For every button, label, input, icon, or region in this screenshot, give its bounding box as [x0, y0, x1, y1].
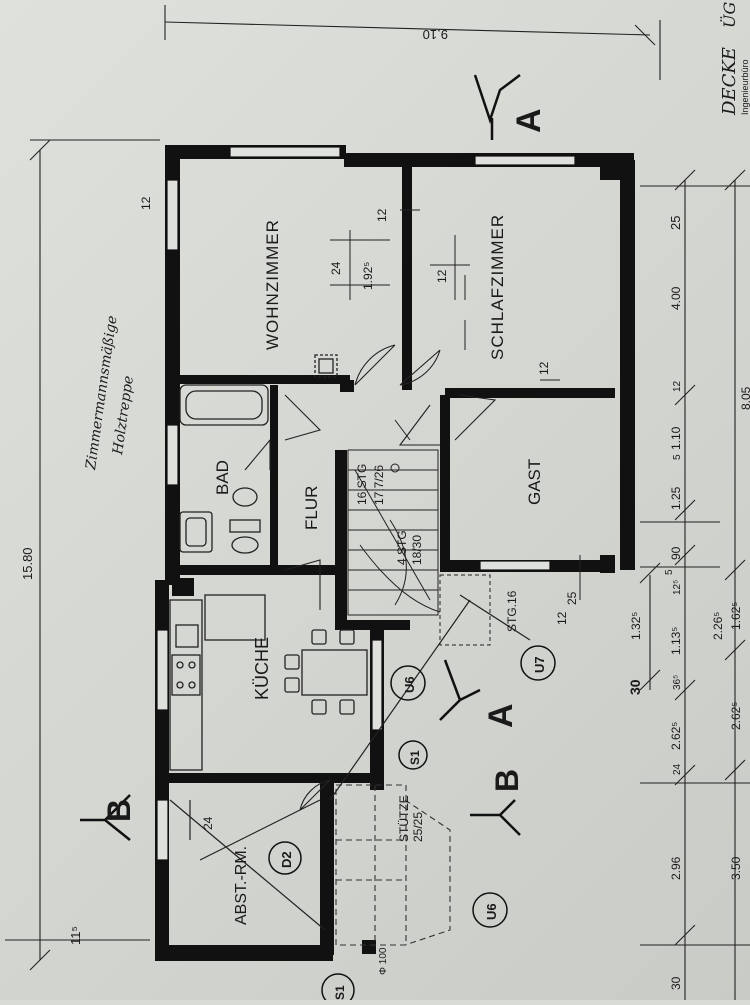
- room-label-schlafzimmer: SCHLAFZIMMER: [488, 214, 507, 360]
- svg-text:24: 24: [201, 816, 215, 830]
- dining-table-icon: [301, 649, 368, 696]
- decke-title: DECKE: [719, 47, 740, 116]
- toilet-icon: [232, 487, 258, 507]
- dashed-structure: [335, 784, 451, 946]
- room-labels: WOHNZIMMER SCHLAFZIMMER BAD FLUR GAST KÜ…: [213, 214, 544, 925]
- marker-s1-edge-circle: [321, 973, 355, 1005]
- section-marker-b-right: [470, 799, 521, 836]
- svg-text:8.05: 8.05: [739, 386, 750, 410]
- svg-text:12: 12: [537, 361, 551, 375]
- room-label-kueche: KÜCHE: [252, 637, 272, 700]
- marker-d2: D2: [279, 851, 294, 868]
- svg-text:17,7/26: 17,7/26: [372, 465, 386, 505]
- svg-text:1.92⁵: 1.92⁵: [361, 262, 375, 290]
- svg-text:STÜTZE: STÜTZE: [397, 795, 411, 842]
- svg-text:4 STG: 4 STG: [395, 530, 409, 565]
- washbasin-icon: [179, 511, 213, 553]
- svg-text:5: 5: [664, 569, 675, 575]
- svg-text:2.96: 2.96: [669, 856, 683, 880]
- svg-text:1.13⁵: 1.13⁵: [669, 627, 683, 655]
- marker-u6: U6: [402, 676, 417, 693]
- ingenieur-text: Ingenieurbüro: [740, 59, 750, 115]
- stove-icon: [171, 654, 201, 696]
- svg-text:1.32⁵: 1.32⁵: [629, 612, 643, 640]
- dimension-values: 15.80 9.10 11⁵ 30 2.96 24 2.62⁵ 36⁵ 1.13…: [20, 27, 750, 990]
- dim-left-edge: 11⁵: [68, 926, 83, 945]
- room-label-bad: BAD: [213, 460, 232, 495]
- marker-b-right: B: [489, 769, 525, 792]
- marker-u6-bottom: U6: [484, 903, 499, 920]
- counter-icon: [169, 599, 203, 771]
- room-dim-ticks: [330, 209, 581, 600]
- svg-text:12: 12: [139, 196, 153, 210]
- room-label-gast: GAST: [525, 459, 544, 505]
- note-line2: Holztreppe: [110, 375, 137, 457]
- svg-text:STG.16: STG.16: [505, 590, 519, 632]
- circle-markers: [268, 645, 556, 1005]
- section-marker-b-left: [80, 794, 131, 841]
- section-marker-a-top: [473, 74, 521, 140]
- handwritten-notes: Zimmermannsmäßige Holztreppe DECKE ÜG In…: [83, 2, 750, 472]
- dim-overall: 15.80: [20, 547, 35, 580]
- support-label: STÜTZE 25/25: [397, 795, 425, 842]
- svg-text:3.50: 3.50: [729, 856, 743, 880]
- marker-s1-edge: S1: [333, 985, 347, 1000]
- section-marker-a-bottom: [439, 659, 481, 721]
- kitchen-fixtures: [169, 594, 368, 771]
- svg-text:36⁵: 36⁵: [672, 675, 683, 690]
- room-label-abstellraum: ABST.-RM.: [233, 846, 250, 925]
- dim-top-right: 9.10: [423, 27, 448, 42]
- svg-text:12: 12: [435, 269, 449, 283]
- svg-text:4.00: 4.00: [669, 286, 683, 310]
- room-label-flur: FLUR: [302, 486, 321, 530]
- marker-s1: S1: [408, 750, 422, 765]
- decke-suffix: ÜG: [719, 2, 739, 28]
- marker-u7: U7: [532, 656, 547, 673]
- svg-text:90: 90: [669, 546, 683, 560]
- diagonal-lines: [169, 594, 531, 931]
- svg-text:2.26⁵: 2.26⁵: [711, 612, 725, 640]
- svg-text:2.62⁵: 2.62⁵: [729, 702, 743, 730]
- svg-text:16 STG: 16 STG: [355, 464, 369, 505]
- room-label-wohnzimmer: WOHNZIMMER: [263, 219, 282, 350]
- svg-text:12: 12: [555, 611, 569, 625]
- svg-text:1.62⁵: 1.62⁵: [729, 602, 743, 630]
- marker-u7-circle: [520, 645, 556, 681]
- svg-text:24: 24: [672, 763, 683, 775]
- svg-text:30: 30: [669, 976, 683, 990]
- svg-text:2.62⁵: 2.62⁵: [669, 722, 683, 750]
- svg-text:5: 5: [672, 454, 683, 460]
- staircase: [347, 449, 491, 646]
- marker-s1-circle: [398, 740, 428, 770]
- marker-a-bottom: A: [482, 703, 520, 728]
- marker-d2-circle: [268, 841, 302, 875]
- marker-a-top: A: [510, 108, 548, 133]
- marker-u6-circle: [390, 665, 426, 701]
- dimension-lines: [5, 5, 750, 1000]
- bathtub-icon: [179, 384, 269, 426]
- marker-b-left: B: [101, 799, 137, 822]
- chimney: [314, 354, 338, 378]
- svg-text:25/25: 25/25: [411, 812, 425, 842]
- windows: [156, 146, 576, 861]
- svg-text:1.25: 1.25: [669, 486, 683, 510]
- marker-u6-bottom-circle: [472, 892, 508, 928]
- marker-phi: Φ 100: [378, 947, 389, 975]
- svg-text:12⁵: 12⁵: [672, 580, 683, 595]
- marker-labels: A A B B S1 D2 U6 U6 U7 S1 Φ 100: [101, 108, 548, 1000]
- svg-text:30: 30: [627, 679, 643, 695]
- svg-text:12: 12: [375, 208, 389, 222]
- svg-text:18/30: 18/30: [410, 535, 424, 565]
- doors: [244, 344, 497, 811]
- svg-text:25: 25: [668, 216, 683, 230]
- svg-text:1.10: 1.10: [669, 426, 683, 450]
- stair-labels: 16 STG 17,7/26 4 STG 18/30 STG.16: [355, 464, 519, 632]
- svg-text:25: 25: [565, 591, 579, 605]
- sink-icon: [175, 624, 199, 648]
- bathroom-fixtures: [179, 384, 269, 554]
- svg-text:24: 24: [329, 261, 343, 275]
- svg-text:12: 12: [672, 380, 683, 392]
